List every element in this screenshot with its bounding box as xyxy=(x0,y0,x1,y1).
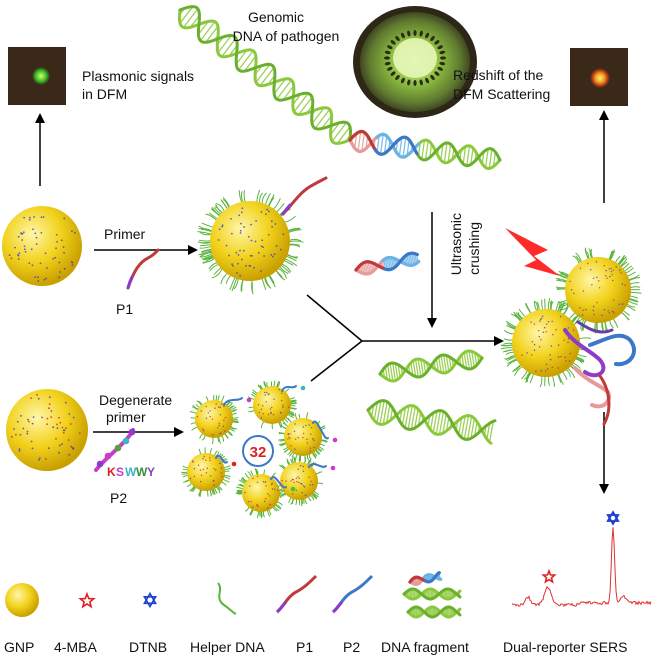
seq-letter: W xyxy=(125,465,137,479)
p2-bead xyxy=(122,437,130,445)
p1-strand-attached xyxy=(281,176,328,216)
dfm-inset-green xyxy=(8,47,66,105)
merge-line-lower xyxy=(310,340,363,382)
strand-tip-dot xyxy=(246,397,252,403)
legend-label: P2 xyxy=(343,639,360,655)
dna-fragment-green xyxy=(366,399,497,445)
plasmonic-label-line1: Plasmonic signals xyxy=(82,68,194,84)
gnp-p2-small xyxy=(278,412,328,463)
count-badge: 32 xyxy=(242,435,274,467)
dna-fragment-colored xyxy=(354,251,421,276)
seq-letter: W xyxy=(136,465,148,479)
legend-fragment-small xyxy=(408,571,443,586)
gnp-p2-small xyxy=(275,455,324,507)
genomic-label-line1: Genomic xyxy=(248,9,304,25)
genomic-label-line2: DNA of pathogen xyxy=(233,28,340,44)
p2-strand-small xyxy=(215,454,228,464)
p1-strand-free xyxy=(126,248,160,290)
merge-line-upper xyxy=(306,294,363,342)
p1-strand-free-tail xyxy=(126,275,134,290)
redshift-label-line2: DFM Scattering xyxy=(453,86,550,102)
gnp-bare-top xyxy=(2,206,82,286)
strand-tip-dot xyxy=(290,486,296,492)
seq-letter: Y xyxy=(147,465,155,479)
genomic-dna-helix xyxy=(178,5,502,170)
primer-strands-layer xyxy=(94,176,636,492)
p2-label: P2 xyxy=(110,490,127,506)
gnp-p2-small xyxy=(189,394,240,445)
gnp-dimer-left xyxy=(500,298,592,388)
p2-bead xyxy=(104,452,112,460)
gnp-p2-small xyxy=(181,447,232,497)
p2-bead xyxy=(114,444,122,452)
redshift-label-line1: Redshift of the xyxy=(453,67,543,83)
legend-label: P1 xyxy=(296,639,313,655)
gnp-dimer-right xyxy=(555,247,642,334)
sers-dtnb-hexagram-icon xyxy=(606,510,620,526)
degenerate-sequence: K S W W Y xyxy=(107,465,155,479)
degenerate-label-line2: primer xyxy=(106,409,146,425)
p2-bead xyxy=(96,460,104,468)
p1-label: P1 xyxy=(116,301,133,317)
seq-letter: S xyxy=(116,465,124,479)
strand-tip-dot xyxy=(332,437,338,443)
badge-number: 32 xyxy=(250,444,267,461)
p1-strand-tail xyxy=(281,203,292,216)
kiwi-pathogen-image xyxy=(353,6,477,118)
legend-dtnb-hexagram-icon xyxy=(143,591,157,609)
ultrasonic-label-line2: crushing xyxy=(466,222,482,275)
gnp-bare-bottom xyxy=(6,389,88,471)
p2-strand-small xyxy=(281,385,297,392)
p2-strand-small xyxy=(223,397,243,406)
p2-strand-small xyxy=(270,476,287,489)
strand-tip-dot xyxy=(300,385,306,391)
legend-label: DNA fragment xyxy=(381,639,469,655)
legend: GNP 4-MBA DTNB Helper DNA P1 P2 DNA frag… xyxy=(4,571,628,655)
text-labels: Genomic DNA of pathogen Plasmonic signal… xyxy=(82,9,550,506)
dfm-inset-orange xyxy=(570,48,628,106)
p2-bead xyxy=(128,428,136,436)
dimer-strand-blue xyxy=(588,333,636,367)
seq-letter: K xyxy=(107,465,116,479)
genomic-dna-lower xyxy=(348,129,502,170)
legend-gnp-icon xyxy=(5,583,39,617)
genomic-dna-upper xyxy=(178,5,352,145)
legend-4mba-star-icon xyxy=(78,591,96,609)
plasmonic-label-line2: in DFM xyxy=(82,86,127,102)
legend-label: Dual-reporter SERS xyxy=(503,639,628,655)
legend-helper-dna-icon xyxy=(217,582,237,615)
dimer-strand-red xyxy=(598,374,611,426)
legend-label: Helper DNA xyxy=(190,639,265,655)
gnp-p2-small xyxy=(235,468,287,519)
dna-fragment-green xyxy=(378,349,484,383)
legend-fragment-green xyxy=(402,587,462,601)
strand-tip-dot xyxy=(231,461,237,467)
legend-label: DTNB xyxy=(129,639,167,655)
dimer-strand-purple xyxy=(563,328,606,378)
p2-strand-small xyxy=(308,463,327,468)
primer-label: Primer xyxy=(104,226,146,242)
p2-strand-small xyxy=(312,420,329,440)
legend-label: GNP xyxy=(4,639,34,655)
legend-label: 4-MBA xyxy=(54,639,97,655)
ultrasonic-label-line1: Ultrasonic xyxy=(448,213,464,275)
sers-spectrum xyxy=(511,510,652,608)
legend-dna-fragment-icon xyxy=(402,571,462,619)
degenerate-label-line1: Degenerate xyxy=(99,392,172,408)
dimer-strand-dark xyxy=(576,320,614,334)
gnp-p2-small xyxy=(247,380,298,430)
dna-fragments-layer xyxy=(354,251,497,445)
sers-4mba-star-icon xyxy=(541,568,557,584)
strand-tip-dot xyxy=(330,465,336,471)
ultrasonic-lightning-icon xyxy=(505,228,560,276)
legend-fragment-green xyxy=(406,605,462,619)
